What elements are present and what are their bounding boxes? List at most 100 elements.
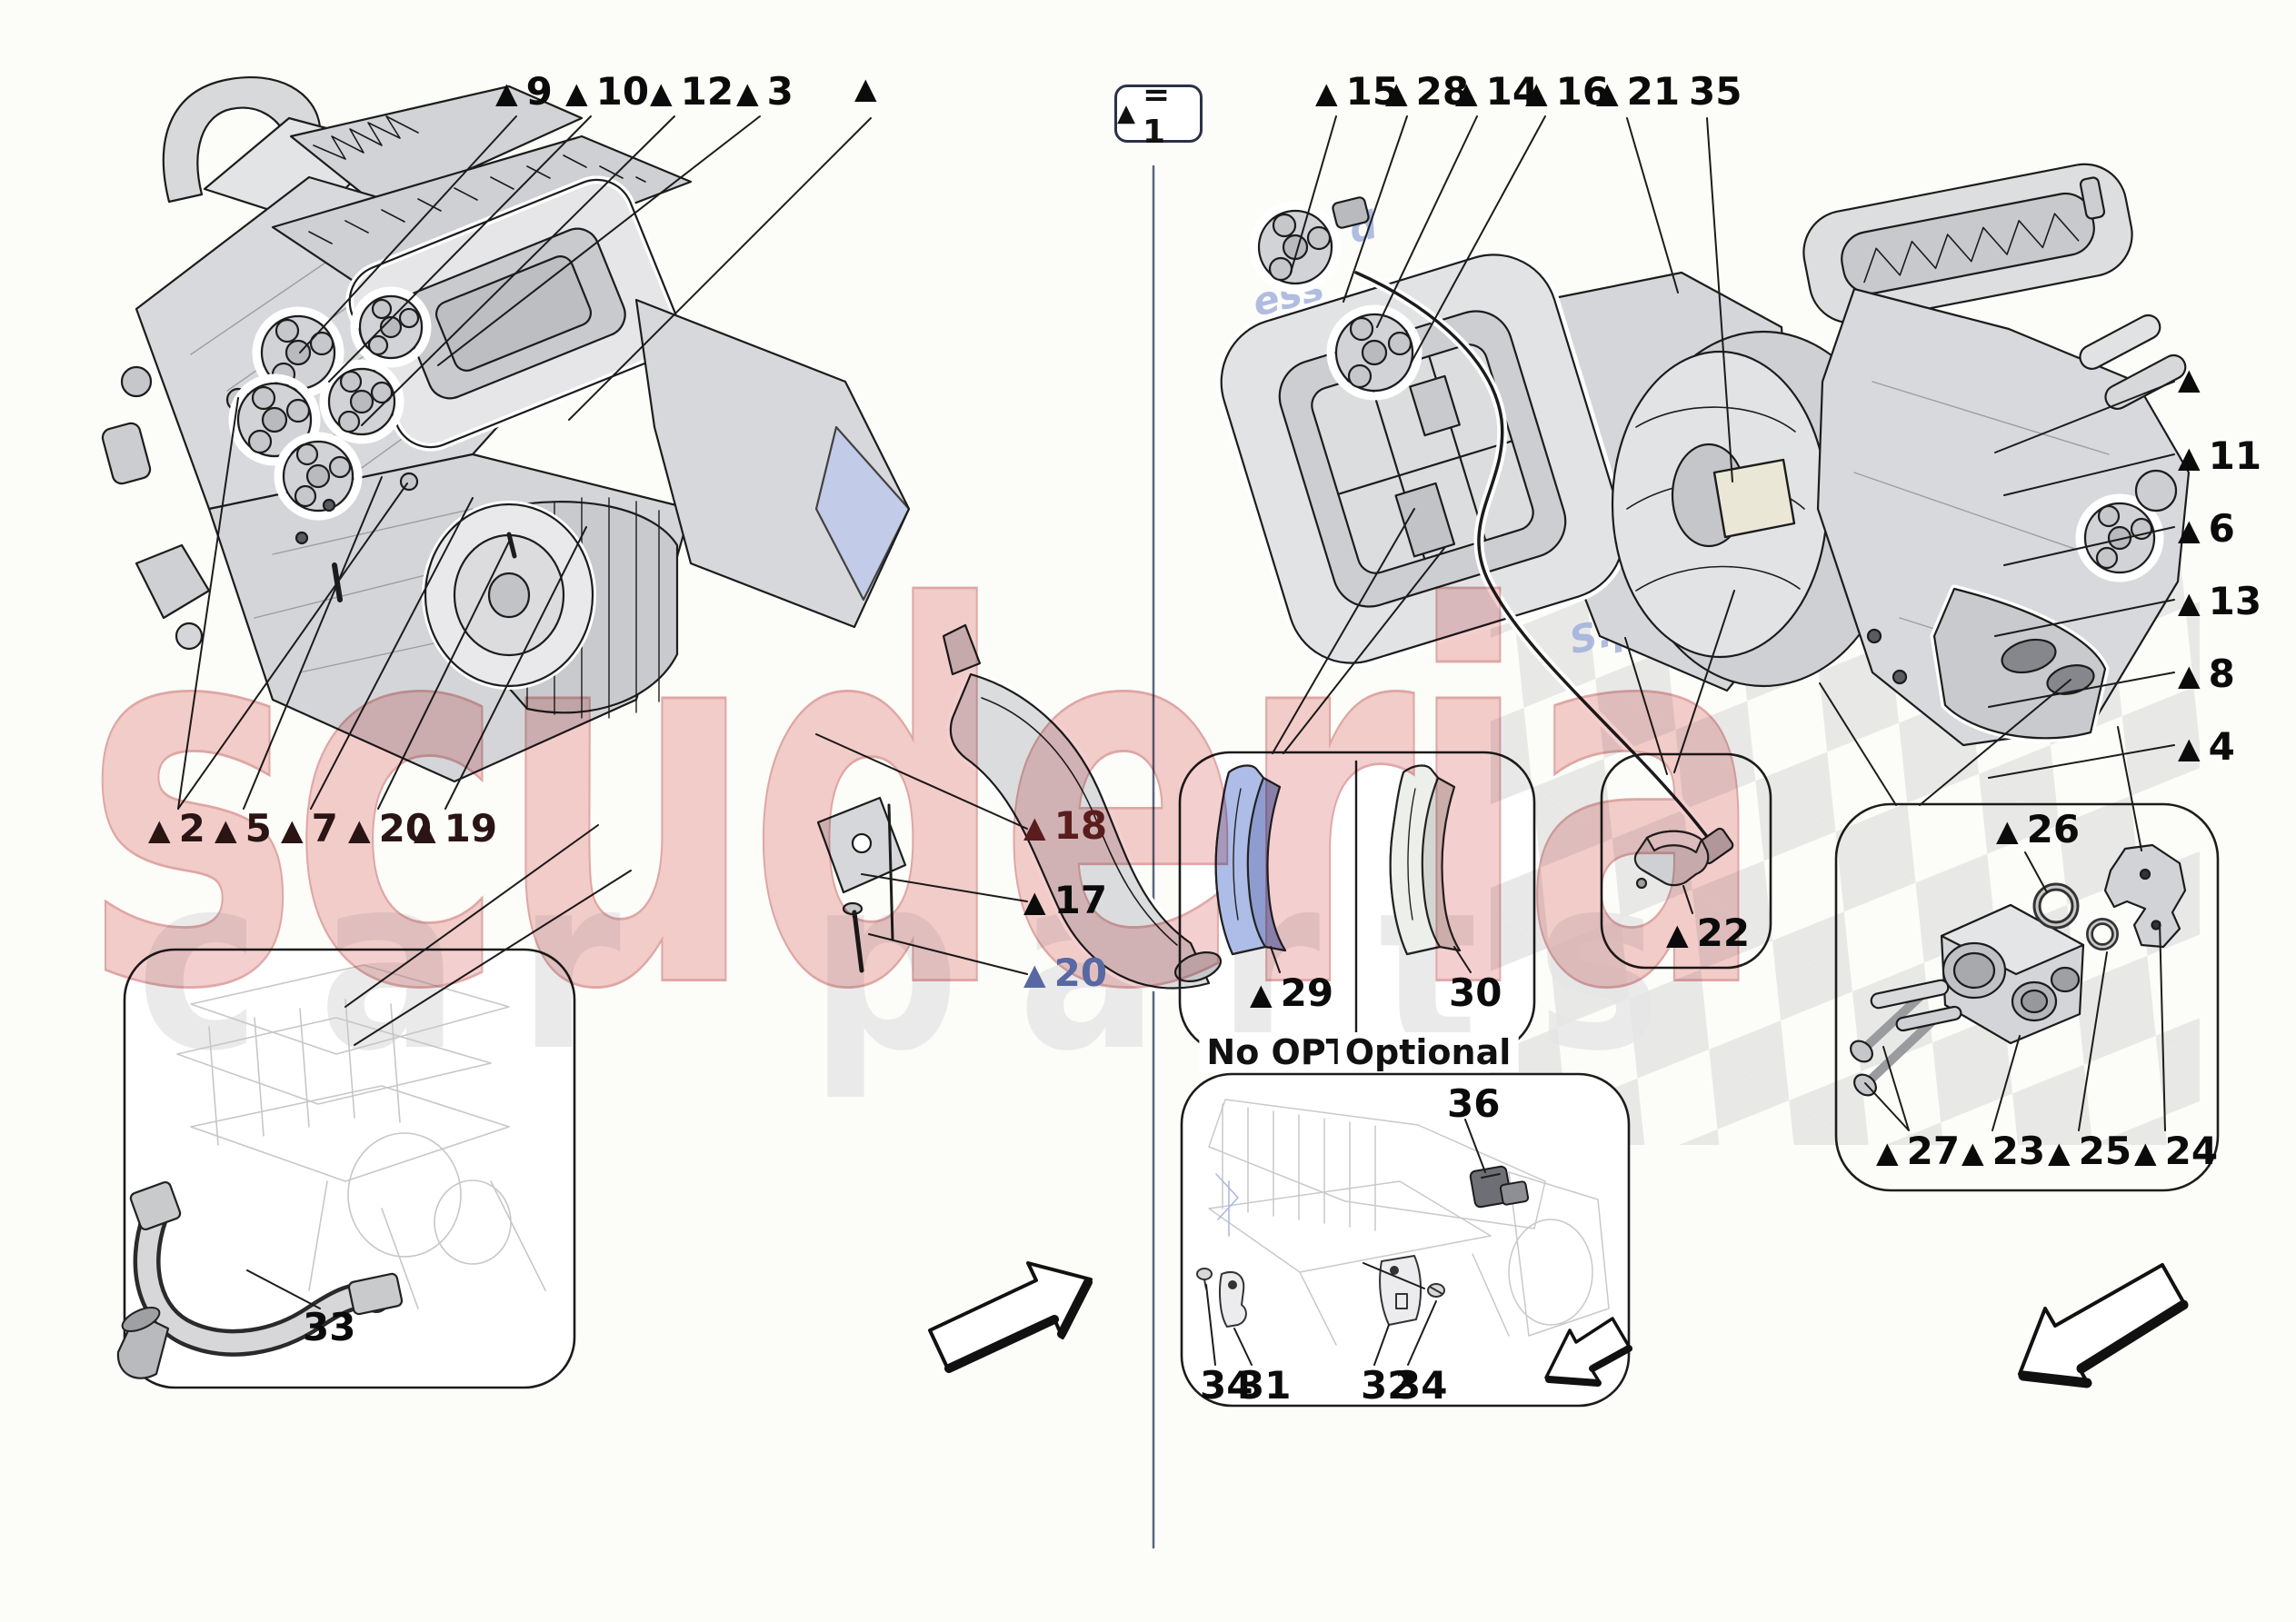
part-number: 14 xyxy=(1485,69,1540,114)
triangle-marker-icon: ▲ xyxy=(1525,75,1548,110)
inset-box-clip xyxy=(1600,752,1772,970)
part-label-22: ▲22 xyxy=(1666,914,1750,952)
triangle-marker-icon: ▲ xyxy=(1996,813,2019,848)
cabin-filter-optional xyxy=(1389,764,1462,956)
part-number: 19 xyxy=(444,806,498,851)
part-label-30: 30 xyxy=(1449,974,1502,1012)
left-hvac-assembly xyxy=(101,75,911,783)
inset-box-sensor xyxy=(1180,1072,1632,1408)
triangle-marker-icon: ▲ xyxy=(414,812,436,847)
part-number: 24 xyxy=(2164,1129,2219,1173)
bracket-32-part xyxy=(1379,1255,1445,1326)
triangle-marker-icon: ▲ xyxy=(1385,75,1408,110)
part-label-25: ▲25 xyxy=(2048,1132,2131,1170)
part-label-21: ▲21 xyxy=(1596,73,1680,111)
triangle-marker-icon: ▲ xyxy=(2178,512,2201,547)
part-number: 32 xyxy=(1361,1363,1414,1408)
triangle-marker-icon: ▲ xyxy=(854,71,877,105)
part-number: 17 xyxy=(1053,878,1108,922)
part-label-34b: 34 xyxy=(1394,1367,1447,1405)
part-label-8: ▲8 xyxy=(2178,655,2235,693)
inset-box-valve xyxy=(1834,802,2220,1192)
part-number: 23 xyxy=(1992,1129,2046,1173)
triangle-marker-icon: ▲ xyxy=(495,75,518,110)
part-number: 2 xyxy=(178,806,205,851)
bracket-31-part xyxy=(1196,1268,1247,1328)
part-number: 35 xyxy=(1689,69,1742,114)
part-number: 3 xyxy=(766,69,794,114)
triangle-marker-icon: ▲ xyxy=(1455,75,1478,110)
triangle-marker-icon: ▲ xyxy=(1023,957,1046,991)
triangle-marker-icon: ▲ xyxy=(650,75,673,110)
part-number: 22 xyxy=(1696,911,1751,955)
triangle-marker-icon: ▲ xyxy=(1876,1135,1899,1169)
part-label-20: ▲20 xyxy=(348,810,432,848)
part-number: 8 xyxy=(2208,652,2235,696)
part-number: 6 xyxy=(2208,506,2235,551)
triangle-marker-icon: ▲ xyxy=(565,75,588,110)
part-number: 34 xyxy=(1394,1363,1448,1408)
part-label-11: ▲11 xyxy=(2178,437,2261,475)
part-label-26: ▲26 xyxy=(1996,811,2080,849)
part-label-36: 36 xyxy=(1447,1085,1500,1123)
part-number: 4 xyxy=(2208,724,2235,769)
part-label-15: ▲15 xyxy=(1315,73,1399,111)
part-label-24: ▲24 xyxy=(2134,1132,2218,1170)
part-label-2: ▲2 xyxy=(148,810,205,848)
legend-text: = 1 xyxy=(1143,76,1173,151)
no-opt-caption: No OPT xyxy=(1199,1032,1357,1072)
part-number: 25 xyxy=(2078,1129,2132,1173)
part-number: 5 xyxy=(245,806,272,851)
part-number: 20 xyxy=(1053,950,1108,995)
inset-box-33-fill xyxy=(125,950,574,1388)
heater-hose-part xyxy=(116,1180,404,1379)
part-label-18: ▲18 xyxy=(1023,807,1107,845)
part-number: 21 xyxy=(1626,69,1681,114)
part-label-5: ▲5 xyxy=(215,810,272,848)
triangle-marker-icon: ▲ xyxy=(1023,884,1046,919)
part-label-23: ▲23 xyxy=(1962,1132,2045,1170)
part-number: 30 xyxy=(1449,970,1502,1015)
part-label-13: ▲13 xyxy=(2178,582,2261,621)
part-label-9: ▲9 xyxy=(495,73,553,111)
part-label-19: ▲19 xyxy=(414,810,497,848)
inset-box-33 xyxy=(116,948,576,1389)
triangle-marker-icon: ▲ xyxy=(736,75,759,110)
triangle-marker-icon: ▲ xyxy=(2178,658,2201,692)
expansion-valve-part xyxy=(1850,843,2187,1097)
ghost-art-33 xyxy=(176,964,546,1309)
direction-arrow-right xyxy=(2018,1263,2189,1388)
triangle-marker-icon: ▲ xyxy=(2178,362,2201,396)
part-label-20b: ▲20 xyxy=(1023,954,1107,992)
triangle-marker-icon: ▲ xyxy=(215,812,237,847)
part-number: 11 xyxy=(2208,433,2262,478)
left-actuator-cluster xyxy=(228,286,432,545)
cabin-filter-no-opt xyxy=(1214,764,1287,956)
part-number: 29 xyxy=(1280,970,1334,1015)
part-label-33: 33 xyxy=(303,1309,355,1347)
ghost-art-sensor xyxy=(1208,1099,1610,1346)
part-label-4: ▲4 xyxy=(2178,728,2235,766)
part-number: 13 xyxy=(2208,579,2262,623)
part-number: 7 xyxy=(311,806,338,851)
part-number: 26 xyxy=(2026,807,2081,851)
part-number: 36 xyxy=(1447,1081,1501,1126)
part-number: 15 xyxy=(1345,69,1400,114)
direction-arrow-left xyxy=(928,1261,1093,1373)
part-label-16: ▲16 xyxy=(1525,73,1609,111)
legend-box: ▲ = 1 xyxy=(1114,76,1203,151)
part-label-34a: 34 xyxy=(1200,1367,1253,1405)
triangle-marker-icon: ▲ xyxy=(2178,731,2201,765)
part-label-12: ▲12 xyxy=(650,73,734,111)
triangle-marker-icon: ▲ xyxy=(281,812,304,847)
part-label-28: ▲28 xyxy=(1385,73,1469,111)
part-label-27: ▲27 xyxy=(1876,1132,1960,1170)
part-number: 20 xyxy=(378,806,433,851)
part-number: 28 xyxy=(1415,69,1470,114)
triangle-marker-icon: ▲ xyxy=(1962,1135,1984,1169)
part-label-7: ▲7 xyxy=(281,810,338,848)
part-label-35: 35 xyxy=(1689,73,1742,111)
part-number: 27 xyxy=(1906,1129,1961,1173)
triangle-marker-icon: ▲ xyxy=(1666,917,1689,951)
part-label-17: ▲17 xyxy=(1023,881,1107,920)
